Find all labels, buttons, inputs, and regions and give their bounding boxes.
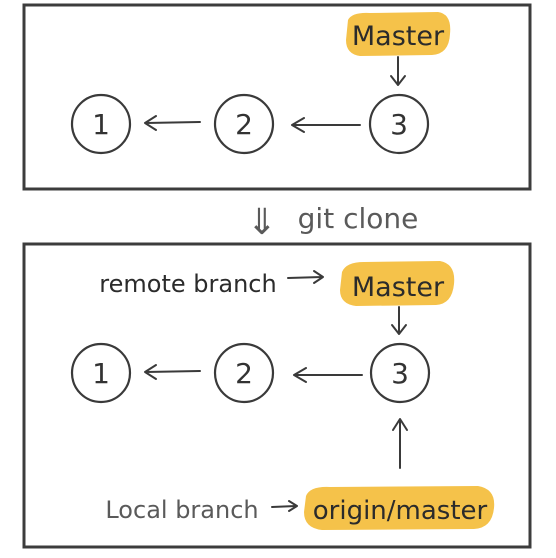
remote-caption-arrow (287, 270, 324, 284)
clone-command-label: git clone (298, 202, 419, 235)
top-master-label: Master (352, 21, 445, 52)
clone-transition: ⇓ git clone (247, 202, 418, 243)
top-commit-2-label: 2 (235, 108, 253, 141)
top-commit-1: 1 (70, 93, 132, 155)
top-commit-3: 3 (368, 93, 430, 155)
top-master-arrow (390, 56, 406, 86)
top-panel-frame (22, 3, 532, 191)
top-panel: Master 1 2 3 (22, 3, 532, 191)
top-master-highlight (346, 12, 451, 56)
bottom-master-label: Master (352, 272, 445, 303)
origin-master-label: origin/master (313, 496, 488, 526)
bottom-commit-1: 1 (70, 342, 132, 404)
bottom-arrow-3-to-2 (293, 367, 363, 383)
bottom-commit-3: 3 (369, 342, 431, 404)
clone-arrow-icon: ⇓ (247, 202, 277, 243)
bottom-commit-3-label: 3 (391, 357, 409, 390)
bottom-master-arrow (391, 306, 407, 335)
bottom-panel: remote branch Master 1 2 3 Local branch (22, 242, 532, 549)
top-arrow-2-to-1 (144, 115, 201, 131)
bottom-master-highlight (340, 261, 455, 306)
bottom-panel-frame (22, 242, 532, 549)
top-commit-3-label: 3 (390, 108, 408, 141)
remote-branch-caption: remote branch (99, 270, 276, 298)
bottom-arrow-2-to-1 (144, 364, 201, 380)
bottom-commit-2-label: 2 (235, 357, 253, 390)
top-commit-2: 2 (213, 93, 275, 155)
bottom-commit-1-label: 1 (92, 357, 110, 390)
top-commit-1-label: 1 (92, 108, 110, 141)
local-caption-arrow (271, 500, 298, 512)
top-arrow-3-to-2 (291, 117, 361, 133)
origin-master-highlight (304, 486, 495, 530)
local-branch-caption: Local branch (105, 496, 258, 524)
origin-master-arrow (392, 418, 408, 469)
bottom-commit-2: 2 (213, 342, 275, 404)
